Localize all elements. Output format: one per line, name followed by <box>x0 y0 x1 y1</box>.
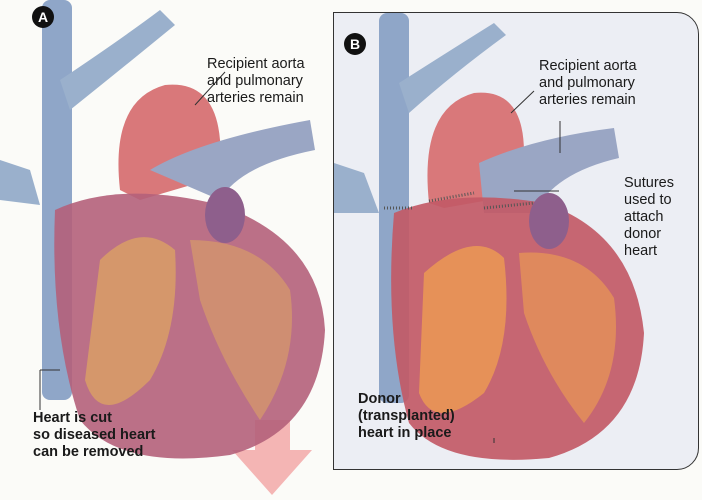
suture-lines <box>384 191 535 210</box>
upper-vein <box>399 23 506 113</box>
donor-heart-illustration <box>334 13 644 460</box>
recipient-arteries-label-b: Recipient aorta and pulmonary arteries r… <box>539 58 637 109</box>
panel-a-badge: A <box>32 6 54 28</box>
label-line: donor <box>624 226 662 242</box>
label-line: so diseased heart <box>33 427 156 443</box>
heart-cut-label: Heart is cut so diseased heart can be re… <box>33 410 156 461</box>
label-line: attach <box>624 209 664 225</box>
label-line: heart <box>624 243 658 259</box>
label-line: and pulmonary <box>207 73 303 89</box>
label-line: used to <box>624 192 672 208</box>
label-line: Donor <box>358 391 401 407</box>
label-line: and pulmonary <box>539 75 635 91</box>
label-line: Recipient aorta <box>539 58 637 74</box>
atrial-appendage <box>205 187 245 243</box>
donor-heart-label: Donor (transplanted) heart in place <box>358 391 455 442</box>
label-line: arteries remain <box>207 90 304 106</box>
label-line: arteries remain <box>539 92 636 108</box>
recipient-arteries-label-a: Recipient aorta and pulmonary arteries r… <box>207 56 305 107</box>
removal-arrow-icon <box>232 420 312 495</box>
panel-b-badge: B <box>344 33 366 55</box>
label-line: Heart is cut <box>33 410 112 426</box>
label-line: Sutures <box>624 175 674 191</box>
pulmonary-artery <box>150 120 315 200</box>
diseased-heart-illustration <box>0 0 326 495</box>
label-line: (transplanted) <box>358 408 455 424</box>
label-line: Recipient aorta <box>207 56 305 72</box>
label-line: can be removed <box>33 444 144 460</box>
sutures-label: Sutures used to attach donor heart <box>624 175 674 260</box>
atrial-appendage <box>529 193 569 249</box>
pulmonary-artery <box>479 128 619 213</box>
label-line: heart in place <box>358 425 452 441</box>
upper-vein <box>60 10 175 110</box>
panel-b-donor-heart-in-place: B Recipient aorta and pulmonary arteries… <box>333 12 699 470</box>
panel-a-diseased-heart-removal: A Recipient aorta and pulmonary arteries… <box>0 0 335 500</box>
